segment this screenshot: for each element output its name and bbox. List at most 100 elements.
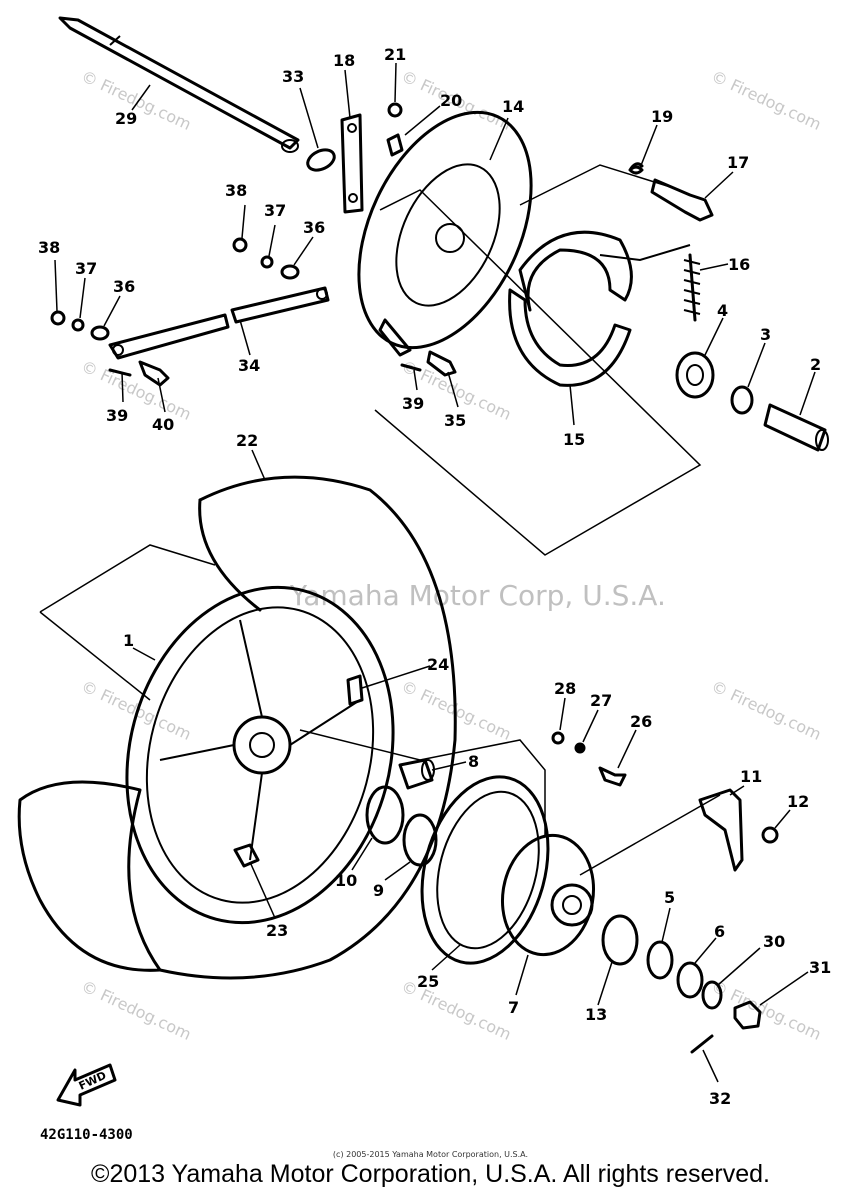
callout-16: 16 (728, 255, 750, 274)
guide-line (374, 189, 702, 556)
part-damper-24 (346, 674, 364, 706)
forward-arrow-icon: FWD (56, 1063, 117, 1107)
part-torque-rod-34 (108, 286, 330, 360)
part-sprocket-7 (500, 833, 596, 957)
callout-31: 31 (809, 958, 831, 977)
small-copyright: (c) 2005-2015 Yamaha Motor Corporation, … (332, 1150, 529, 1159)
callout-22: 22 (236, 431, 258, 450)
part-wheel-1 (125, 585, 395, 925)
callout-32: 32 (709, 1089, 731, 1108)
callout-3: 3 (760, 325, 771, 344)
part-oring-13 (601, 914, 639, 966)
copyright-footer: ©2013 Yamaha Motor Corporation, U.S.A. A… (91, 1160, 770, 1188)
side-watermark: © Firedog.com (708, 976, 824, 1044)
center-watermark: Yamaha Motor Corp, U.S.A. (289, 579, 666, 612)
callout-38: 38 (225, 181, 247, 200)
part-cotter-32 (690, 1034, 714, 1054)
callout-26: 26 (630, 712, 652, 731)
callout-19: 19 (651, 107, 673, 126)
part-washer-30 (701, 980, 723, 1010)
guide-line (39, 611, 151, 701)
callout-36: 36 (113, 277, 135, 296)
part-tire-22 (17, 475, 457, 980)
callout-4: 4 (717, 301, 728, 320)
part-spring-19 (628, 162, 644, 175)
callout-13: 13 (585, 1005, 607, 1024)
part-cam-17 (650, 178, 714, 222)
callout-25: 25 (417, 972, 439, 991)
callout-23: 23 (266, 921, 288, 940)
callout-5: 5 (664, 888, 675, 907)
side-watermark: © Firedog.com (708, 676, 824, 744)
callout-20: 20 (440, 91, 462, 110)
callout-40: 40 (152, 415, 174, 434)
part-arm-18 (340, 113, 364, 214)
guide-line (519, 164, 681, 206)
callout-11: 11 (740, 767, 762, 786)
part-hub-cover-25 (420, 775, 550, 965)
callout-15: 15 (563, 430, 585, 449)
callout-10: 10 (335, 871, 357, 890)
callout-33: 33 (282, 67, 304, 86)
callout-18: 18 (333, 51, 355, 70)
part-cotter-pins-39 (108, 363, 422, 377)
reference-code: 42G110-4300 (40, 1127, 133, 1143)
callout-35: 35 (444, 411, 466, 430)
assembly-guide-lines (39, 164, 721, 876)
side-watermark: © Firedog.com (708, 66, 824, 134)
callout-1: 1 (123, 631, 134, 650)
guide-line (299, 729, 546, 835)
part-brake-shoes-15 (508, 230, 691, 387)
callout-30: 30 (763, 932, 785, 951)
callout-28: 28 (554, 679, 576, 698)
callout-9: 9 (373, 881, 384, 900)
part-axle (58, 16, 300, 153)
part-plate-11 (698, 788, 744, 872)
callout-21: 21 (384, 45, 406, 64)
part-collar-2 (763, 403, 829, 452)
leader-lines (54, 62, 816, 1083)
part-washer-3 (730, 385, 754, 415)
callout-38: 38 (38, 238, 60, 257)
part-nut-31 (733, 1000, 762, 1030)
part-collar-8 (398, 758, 435, 790)
callout-2: 2 (810, 355, 821, 374)
part-collar-6 (676, 961, 704, 999)
part-valve-23 (233, 843, 260, 868)
callout-39: 39 (402, 394, 424, 413)
callout-17: 17 (727, 153, 749, 172)
callouts: 29 33 18 21 20 14 19 17 38 37 36 38 37 3… (38, 45, 831, 1108)
part-spring-16 (683, 253, 701, 322)
callout-24: 24 (427, 655, 449, 674)
side-watermark: © Firedog.com (398, 976, 514, 1044)
callout-34: 34 (238, 356, 260, 375)
part-brake-panel-14 (357, 110, 533, 357)
callout-7: 7 (508, 998, 519, 1017)
callout-36: 36 (303, 218, 325, 237)
part-nut-12 (761, 826, 779, 844)
guide-line (39, 544, 216, 613)
part-pin-20 (386, 133, 404, 157)
part-washer-33 (306, 148, 336, 172)
part-bolts-35-40 (138, 350, 457, 387)
callout-6: 6 (714, 922, 725, 941)
callout-8: 8 (468, 752, 479, 771)
part-bearing-5 (646, 940, 674, 980)
part-bearing-4 (675, 351, 715, 399)
side-watermark: © Firedog.com (78, 356, 194, 424)
side-watermark: © Firedog.com (78, 976, 194, 1044)
part-bolt-26-27-28 (551, 731, 627, 787)
callout-27: 27 (590, 691, 612, 710)
guide-line (579, 794, 721, 876)
callout-14: 14 (502, 97, 524, 116)
callout-37: 37 (75, 259, 97, 278)
callout-12: 12 (787, 792, 809, 811)
callout-39: 39 (106, 406, 128, 425)
callout-29: 29 (115, 109, 137, 128)
part-nuts-36-37-38 (50, 237, 300, 341)
callout-37: 37 (264, 201, 286, 220)
part-orings-9-10 (365, 785, 438, 867)
part-bolt-21 (387, 102, 403, 118)
